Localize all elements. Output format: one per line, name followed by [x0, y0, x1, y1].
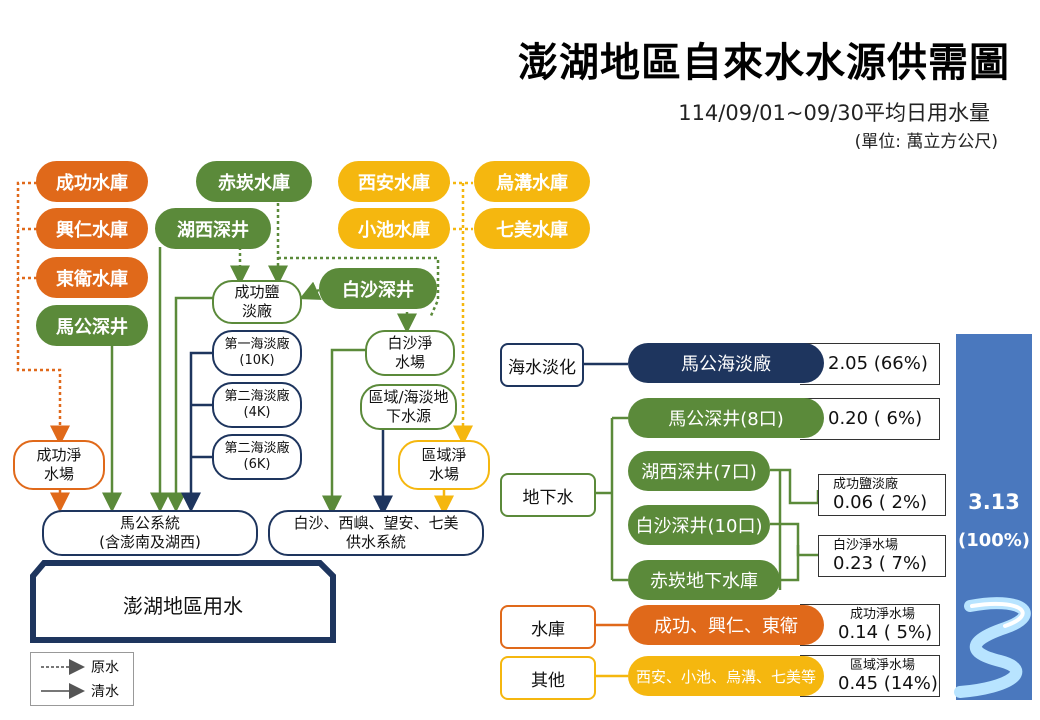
- value-reservoir-text: 0.14 ( 5%): [838, 621, 933, 643]
- category-other: 其他: [500, 656, 596, 700]
- regional-purification-plant: 區域淨水場: [398, 440, 490, 490]
- desal-plant-1-capacity: (10K): [239, 353, 275, 368]
- category-desalination: 海水淡化: [500, 343, 584, 387]
- desal-plant-2a: 第二海淡廠(4K): [212, 382, 302, 428]
- legend-raw-label: 原水: [91, 660, 119, 676]
- value-chenggong-desal-label: 成功鹽淡廠: [833, 476, 899, 492]
- chenggong-purification-plant: 成功淨水場: [13, 440, 105, 490]
- legend-clean-label: 清水: [91, 684, 119, 700]
- desal-plant-2a-capacity: (4K): [243, 405, 271, 420]
- value-other-label: 區域淨水場: [850, 657, 916, 673]
- magong-well-node: 馬公深井: [36, 305, 148, 346]
- page-title: 澎湖地區自來水水源供需圖: [518, 40, 1010, 86]
- value-baisha-purif-label: 白沙淨水場: [833, 537, 899, 553]
- magong-system-label: 馬公系統: [119, 514, 180, 532]
- baisha-purification-label: 白沙淨水場: [387, 334, 433, 371]
- wugou-reservoir-node: 烏溝水庫: [474, 161, 590, 202]
- value-magong-desal-text: 2.05 (66%): [828, 353, 928, 374]
- desal-plant-2b: 第二海淡廠(6K): [212, 434, 302, 480]
- chenggong-desal-label: 成功鹽淡廠: [234, 283, 280, 320]
- total-percent: (100%): [957, 530, 1031, 551]
- legend: 原水 清水: [30, 652, 134, 706]
- baisha-system-label: 白沙、西嶼、望安、七美: [293, 514, 459, 532]
- xingren-reservoir-node: 興仁水庫: [36, 208, 148, 249]
- baisha-well-node: 白沙深井: [319, 268, 437, 309]
- regional-purification-label: 區域淨水場: [421, 446, 467, 483]
- unit-label: (單位: 萬立方公尺): [854, 132, 998, 152]
- item-huxi-well7: 湖西深井(7口): [628, 451, 770, 491]
- desal-plant-1-label: 第一海淡廠: [224, 337, 290, 352]
- legend-lines: [41, 659, 85, 699]
- regional-undersea-label: 區域/海淡地下水源: [368, 388, 449, 425]
- value-reservoir-label: 成功淨水場: [850, 606, 916, 622]
- chenggong-reservoir-node: 成功水庫: [36, 161, 148, 202]
- desal-plant-2a-label: 第二海淡廠: [224, 389, 290, 404]
- qimei-reservoir-node: 七美水庫: [474, 208, 590, 249]
- desal-plant-2b-capacity: (6K): [243, 457, 271, 472]
- dongwei-reservoir-node: 東衛水庫: [36, 257, 148, 298]
- item-baisha-well10: 白沙深井(10口): [628, 505, 770, 545]
- desal-plant-1: 第一海淡廠(10K): [212, 330, 302, 376]
- chikan-reservoir-node: 赤崁水庫: [196, 161, 312, 202]
- item-magong-desal: 馬公海淡廠: [628, 343, 824, 383]
- baisha-system-sublabel: 供水系統: [345, 533, 406, 551]
- water-swirl-icon: [954, 597, 1031, 698]
- usage-box: [30, 560, 336, 643]
- xiaochi-reservoir-node: 小池水庫: [338, 208, 450, 249]
- value-other-text: 0.45 (14%): [838, 672, 938, 694]
- chenggong-purification-label: 成功淨水場: [36, 446, 82, 483]
- value-chenggong-desal-text: 0.06 ( 2%): [833, 491, 928, 513]
- huxi-well-node: 湖西深井: [155, 208, 271, 249]
- baisha-system: 白沙、西嶼、望安、七美供水系統: [268, 510, 484, 556]
- value-magong-well: 0.20 ( 6%): [800, 398, 940, 440]
- item-chikan-underground: 赤崁地下水庫: [628, 560, 780, 600]
- total-value: 3.13: [968, 490, 1020, 514]
- item-other-reservoirs: 西安、小池、烏溝、七美等: [628, 656, 824, 696]
- category-groundwater: 地下水: [500, 473, 596, 517]
- item-reservoirs: 成功、興仁、東衛: [628, 605, 824, 645]
- total-bar: [956, 334, 1032, 700]
- value-baisha-purif-text: 0.23 ( 7%): [833, 552, 928, 574]
- magong-system-sublabel: (含澎南及湖西): [99, 533, 201, 551]
- xian-reservoir-node: 西安水庫: [338, 161, 450, 202]
- desal-plant-2b-label: 第二海淡廠: [224, 441, 290, 456]
- magong-system: 馬公系統(含澎南及湖西): [42, 510, 258, 556]
- chenggong-desal-plant: 成功鹽淡廠: [212, 280, 302, 324]
- baisha-purification-plant: 白沙淨水場: [365, 330, 455, 376]
- item-magong-well8: 馬公深井(8口): [628, 398, 824, 438]
- category-reservoir: 水庫: [500, 605, 596, 649]
- value-magong-well-text: 0.20 ( 6%): [828, 408, 923, 429]
- regional-undersea-source: 區域/海淡地下水源: [360, 384, 457, 430]
- period-subtitle: 114/09/01~09/30平均日用水量: [678, 101, 990, 125]
- usage-label: 澎湖地區用水: [123, 594, 243, 618]
